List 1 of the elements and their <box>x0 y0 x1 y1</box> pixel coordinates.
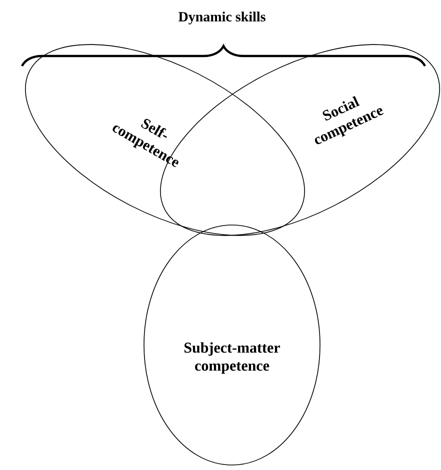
title: Dynamic skills <box>178 12 266 24</box>
